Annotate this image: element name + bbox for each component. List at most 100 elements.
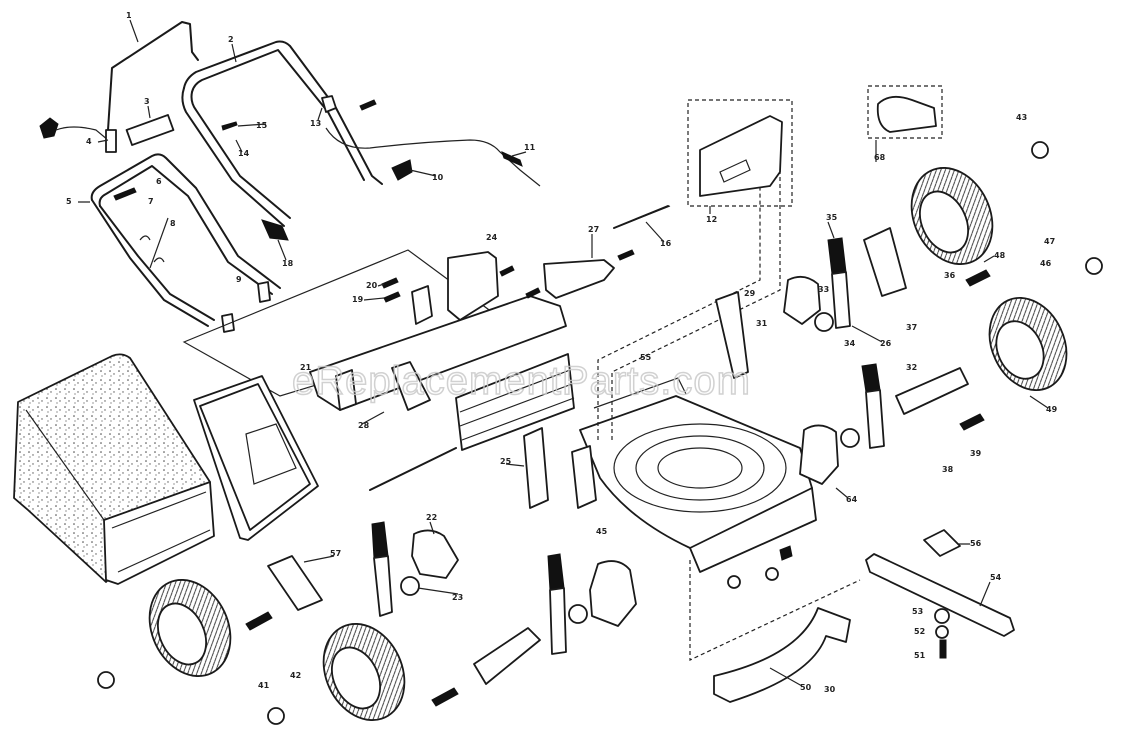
callout-56: 56	[970, 539, 982, 548]
callout-31: 31	[756, 319, 768, 328]
callout-64: 64	[846, 495, 858, 504]
callout-4: 4	[86, 137, 92, 146]
callout-34: 34	[844, 339, 856, 348]
callout-9: 9	[236, 275, 242, 284]
axle-bracket-57-rear	[267, 555, 323, 611]
callout-1: 1	[126, 11, 132, 20]
callout-53: 53	[912, 607, 923, 616]
adjuster-lever-front	[865, 389, 885, 449]
callout-22: 22	[426, 513, 437, 522]
deck-skirt	[689, 487, 817, 573]
adjuster-lever-rear-right	[549, 587, 567, 655]
callout-38: 38	[942, 465, 954, 474]
discharge-chute	[699, 115, 783, 197]
callout-19: 19	[352, 295, 364, 304]
callout-68: 68	[874, 153, 886, 162]
deck-assembly	[523, 120, 861, 661]
lower-handle	[90, 153, 281, 289]
handle-bracket-9a	[257, 281, 271, 303]
callout-54: 54	[990, 573, 1002, 582]
wheels	[97, 141, 1103, 725]
callout-12: 12	[706, 215, 717, 224]
adjuster-handle-15-front	[861, 363, 881, 393]
deck-dome-inner	[657, 447, 743, 489]
hubcap-43-rear-left	[97, 671, 115, 689]
lower-handle-left-leg	[91, 199, 209, 327]
adjuster-lever-front-right	[831, 271, 851, 329]
wheel-front-right-upper	[910, 167, 994, 265]
lower-handle-inner	[98, 165, 273, 295]
upper-handle-assembly	[39, 21, 541, 333]
wheel-rear-right	[322, 623, 406, 721]
wheel-bolt-39c	[965, 269, 991, 287]
callout-13: 13	[310, 119, 321, 128]
bolt-27b	[525, 287, 541, 299]
leader-lines	[78, 19, 1049, 687]
blade-54	[865, 553, 1015, 637]
throttle-cable	[325, 127, 541, 187]
callout-35: 35	[826, 213, 838, 222]
adjuster-handle-36-rear-right	[547, 553, 565, 591]
bolt-27a	[499, 265, 515, 277]
catcher-bag-frame-front	[103, 481, 215, 585]
lower-handle-left-leg-inner	[99, 205, 215, 321]
blade-adapter-56	[923, 529, 961, 557]
handle-knob-18	[261, 219, 289, 241]
callout-48: 48	[994, 251, 1006, 260]
callout-29: 29	[744, 289, 756, 298]
callout-3: 3	[144, 97, 150, 106]
callout-39: 39	[970, 449, 982, 458]
hairpin-clips	[139, 217, 169, 269]
callout-21: 21	[300, 363, 312, 372]
wheel-rear-left	[148, 579, 232, 677]
axle-bracket-32-front	[895, 367, 969, 415]
callout-36: 36	[944, 271, 956, 280]
wheel-spacer-33-front-b	[840, 428, 860, 448]
handle-knob-10	[391, 159, 413, 181]
handle-bracket-9b	[221, 313, 235, 333]
callout-23: 23	[452, 593, 463, 602]
control-bail	[107, 21, 199, 131]
callout-51: 51	[914, 651, 926, 660]
callout-8: 8	[170, 219, 176, 228]
blade-washer-52	[935, 625, 949, 639]
discharge-chute-detail	[719, 159, 751, 183]
callout-37: 37	[906, 323, 917, 332]
wheel-bolt-39d	[959, 413, 985, 431]
deck-nut-42	[779, 545, 793, 561]
blade-washer-53	[934, 608, 950, 624]
callout-32: 32	[906, 363, 917, 372]
callout-57: 57	[330, 549, 341, 558]
callout-55: 55	[640, 353, 652, 362]
chute-box-frame	[687, 99, 793, 207]
wheel-hub	[919, 190, 969, 254]
adjuster-handle-35-rear-left	[371, 521, 389, 559]
callout-15: 15	[256, 121, 268, 130]
callout-50: 50	[800, 683, 812, 692]
callout-2: 2	[228, 35, 234, 44]
wheel-spacer-53	[568, 604, 588, 624]
callout-25: 25	[500, 457, 512, 466]
deck-side-bracket-29	[715, 291, 749, 379]
callout-30: 30	[824, 685, 836, 694]
callout-45: 45	[596, 527, 608, 536]
hubcap-43-front-upper	[1031, 141, 1049, 159]
height-adjusters	[267, 227, 969, 685]
callout-16: 16	[660, 239, 672, 248]
bolt-12	[359, 99, 377, 111]
adjuster-plate-22-front	[783, 275, 821, 325]
handle-decal	[125, 114, 175, 146]
hinge-latch-21	[335, 369, 357, 411]
wheel-spacer-33-front	[814, 312, 834, 332]
callout-33: 33	[818, 285, 829, 294]
deck-bracket-25	[523, 427, 549, 509]
deck-guide-line-1	[597, 120, 761, 440]
callout-27: 27	[588, 225, 599, 234]
bolt-6	[113, 187, 137, 201]
blade-bolt-51	[939, 639, 947, 659]
adjuster-plate-22-rear-left	[411, 529, 459, 579]
deck-washer-62	[727, 575, 741, 589]
callout-7: 7	[148, 197, 154, 206]
upper-handle	[183, 40, 383, 185]
deck-bracket-25b	[571, 445, 597, 509]
